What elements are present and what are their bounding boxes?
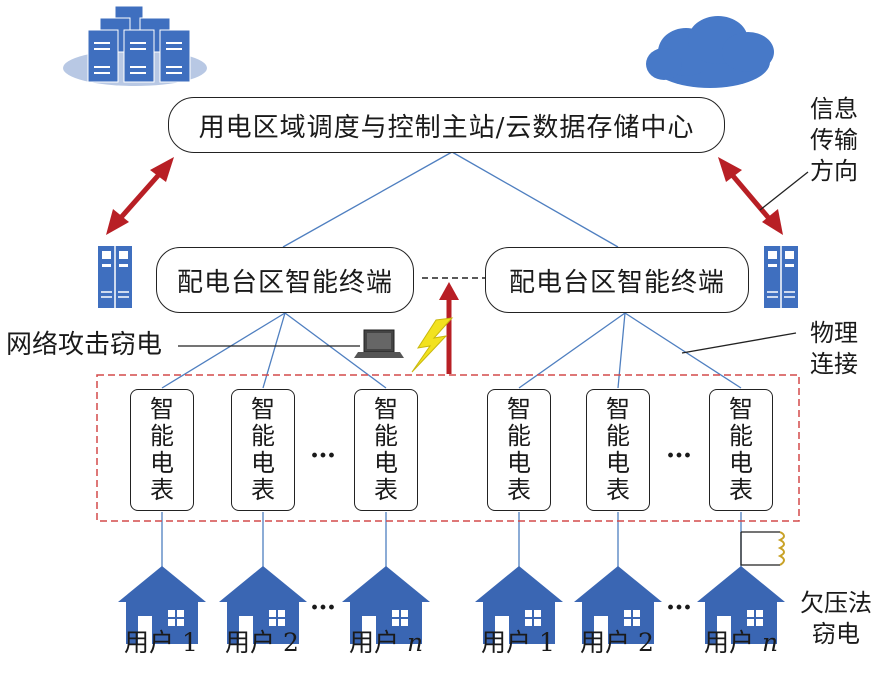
user-prefix: 用户: [124, 628, 175, 657]
meter-ellipsis: …: [666, 434, 694, 464]
user-prefix: 用户: [349, 628, 400, 657]
info-arrow-left: [106, 157, 174, 235]
smart-meter: 智能电表: [709, 389, 773, 511]
master-station-label: 用电区域调度与控制主站/云数据存储中心: [198, 112, 695, 143]
attack-up-arrow: [439, 282, 459, 374]
user-label: 用户 2: [225, 628, 299, 658]
bypass-coil-icon: [740, 531, 785, 566]
user-index: n: [406, 628, 424, 657]
undervoltage-theft-label: 欠压法窃电: [800, 589, 872, 648]
meter-ellipsis: …: [310, 434, 338, 464]
network-attack-label: 网络攻击窃电: [6, 330, 163, 360]
smart-meter: 智能电表: [487, 389, 551, 511]
smart-meter: 智能电表: [130, 389, 194, 511]
user-prefix: 用户: [580, 628, 631, 657]
cloud-icon: [646, 16, 774, 88]
house-ellipsis: …: [666, 586, 694, 616]
smart-meter-label: 智能电表: [606, 395, 630, 504]
user-index: n: [761, 628, 779, 657]
info-direction-label: 信息传输方向: [810, 95, 858, 185]
physical-link-label: 物理连接: [810, 319, 858, 378]
master-links: [282, 151, 619, 248]
user-index: 1: [538, 628, 555, 657]
smart-meter: 智能电表: [231, 389, 295, 511]
server-cluster-icon: [63, 5, 207, 86]
info-leader-line: [759, 171, 809, 211]
smart-meter-label: 智能电表: [150, 395, 174, 504]
smart-meter: 智能电表: [354, 389, 418, 511]
terminal-box-right: 配电台区智能终端: [485, 247, 749, 313]
master-station-box: 用电区域调度与控制主站/云数据存储中心: [168, 97, 725, 153]
meter-zone-box: [96, 374, 800, 522]
user-prefix: 用户: [225, 628, 276, 657]
smart-meter: 智能电表: [586, 389, 650, 511]
smart-meter-label: 智能电表: [374, 395, 398, 504]
terminal-label-left: 配电台区智能终端: [176, 267, 393, 298]
user-label: 用户 1: [481, 628, 555, 658]
user-label: 用户 n: [704, 628, 778, 658]
user-label: 用户 1: [124, 628, 198, 658]
server-rack-icon-left: [97, 245, 133, 309]
user-index: 2: [637, 628, 654, 657]
physical-leader-line: [681, 332, 797, 354]
terminal-label-right: 配电台区智能终端: [508, 267, 725, 298]
laptop-icon: [354, 329, 404, 358]
user-label: 用户 n: [349, 628, 423, 658]
house-ellipsis: …: [310, 586, 338, 616]
server-rack-icon-right: [763, 245, 799, 309]
user-prefix: 用户: [704, 628, 755, 657]
user-prefix: 用户: [481, 628, 532, 657]
user-index: 1: [181, 628, 198, 657]
lightning-icon: [411, 317, 454, 373]
info-arrow-right: [718, 157, 783, 235]
user-label: 用户 2: [580, 628, 654, 658]
terminal-box-left: 配电台区智能终端: [156, 247, 414, 313]
smart-meter-label: 智能电表: [729, 395, 753, 504]
smart-meter-label: 智能电表: [251, 395, 275, 504]
user-index: 2: [282, 628, 299, 657]
smart-meter-label: 智能电表: [507, 395, 531, 504]
